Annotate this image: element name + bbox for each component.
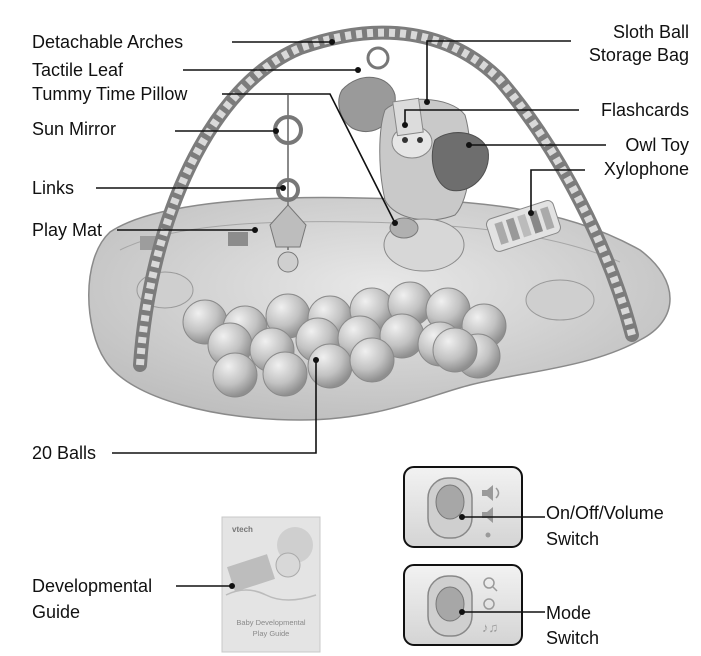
label-xylophone: Xylophone <box>603 159 689 179</box>
svg-text:♪♫: ♪♫ <box>482 620 498 635</box>
leader-sloth-bag <box>426 40 571 102</box>
label-guide-line1: Developmental <box>32 576 153 596</box>
guide-brand-text: vtech <box>232 525 253 534</box>
ball-18 <box>307 343 353 389</box>
label-sloth-ball-line1: Sloth Ball <box>612 22 689 42</box>
hanging-toys <box>269 46 561 273</box>
label-mode-line2: Switch <box>546 628 600 648</box>
ball-16 <box>212 352 258 398</box>
label-play-mat: Play Mat <box>32 220 103 240</box>
leader-20-balls <box>112 360 317 454</box>
label-tummy-time-pillow: Tummy Time Pillow <box>32 84 188 104</box>
label-flashcards: Flashcards <box>600 100 689 120</box>
callout-lines <box>96 40 606 613</box>
developmental-guide-booklet: vtech Baby Developmental Play Guide <box>221 516 321 653</box>
label-sun-mirror: Sun Mirror <box>32 119 117 139</box>
label-sloth-ball-line2: Storage Bag <box>588 45 689 65</box>
label-on-off-line1: On/Off/Volume <box>546 503 664 523</box>
label-tactile-leaf: Tactile Leaf <box>32 60 124 80</box>
label-detachable-arches: Detachable Arches <box>32 32 184 52</box>
on-off-switch-panel <box>403 466 523 548</box>
label-mode-line1: Mode <box>546 603 592 623</box>
balls-group <box>182 281 507 398</box>
guide-title-line2: Play Guide <box>253 629 290 638</box>
guide-title-line1: Baby Developmental <box>236 618 306 627</box>
ball-20 <box>432 327 478 373</box>
label-on-off-line2: Switch <box>546 529 600 549</box>
mode-switch-panel: ♪♫ <box>403 564 523 646</box>
ball-19 <box>349 337 395 383</box>
label-owl-toy: Owl Toy <box>625 135 689 155</box>
label-guide-line2: Guide <box>32 602 81 622</box>
ball-17 <box>262 351 308 397</box>
arches-shape <box>133 25 639 372</box>
label-20-balls: 20 Balls <box>32 443 97 463</box>
label-links: Links <box>32 178 75 198</box>
leader-flashcards <box>404 109 579 125</box>
leader-xylophone <box>530 169 585 213</box>
leader-tummy-time-pillow <box>222 93 396 224</box>
callout-dots <box>229 39 534 615</box>
